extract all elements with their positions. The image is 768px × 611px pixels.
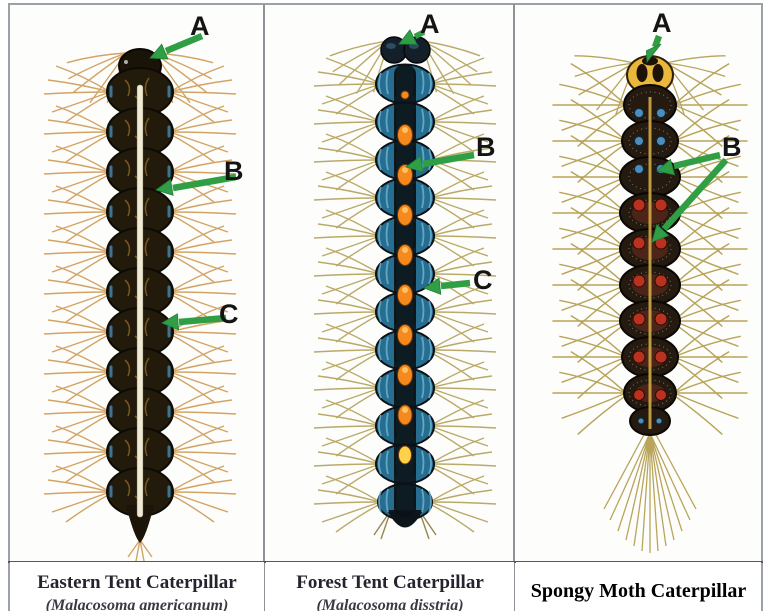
panel-eastern-tent: A B C xyxy=(10,5,263,561)
forest-annotation-arrows xyxy=(398,29,475,295)
spongy-blue-dots xyxy=(634,108,666,425)
label-letter-a: A xyxy=(190,11,210,41)
eastern-dorsal-stripe xyxy=(136,84,144,518)
arrow-b-shaft xyxy=(172,173,237,192)
arrow-b-head xyxy=(405,155,424,173)
panel-forest-tent: A B C xyxy=(266,5,513,561)
panel-spongy-moth: A B xyxy=(516,5,761,561)
arrow-a-shaft xyxy=(651,34,663,49)
eastern-tail xyxy=(126,505,154,543)
spongy-tail-tuft xyxy=(603,430,697,553)
caption-eastern-scientific-name-partial: (Malacosoma americanum) xyxy=(45,597,229,611)
caption-cell-eastern: Eastern Tent Caterpillar (Malacosoma ame… xyxy=(10,562,264,611)
arrow-c-shaft xyxy=(440,279,471,290)
arrow-c-head xyxy=(161,313,180,331)
panel-divider-1 xyxy=(263,4,265,611)
arrow-b2-shaft xyxy=(661,157,729,232)
forest-keyhole-spots xyxy=(397,90,413,465)
arrow-a-shaft xyxy=(413,29,426,39)
caption-cell-spongy: Spongy Moth Caterpillar xyxy=(516,562,761,611)
arrow-b1-shaft xyxy=(673,151,721,170)
frame-right-border xyxy=(761,3,763,611)
label-letter-b: B xyxy=(224,156,244,186)
arrow-b-shaft xyxy=(422,151,475,168)
label-letter-c: C xyxy=(219,299,239,329)
label-letter-a: A xyxy=(420,9,440,39)
spongy-dorsal-line xyxy=(648,97,652,429)
frame-top-border xyxy=(8,3,763,5)
spongy-red-dots xyxy=(632,198,668,401)
eastern-annotation-arrows xyxy=(149,33,237,331)
arrow-a-shaft xyxy=(164,33,204,54)
label-letter-a: A xyxy=(652,8,672,38)
forest-hairs xyxy=(313,20,497,540)
spongy-annotation-arrows xyxy=(645,34,729,243)
eastern-tent-caterpillar-illustration xyxy=(43,31,237,561)
arrow-b2-head xyxy=(651,223,670,243)
caption-cell-forest: Forest Tent Caterpillar (Malacosoma diss… xyxy=(266,562,514,611)
eastern-hairs xyxy=(43,31,237,561)
arrow-a-head xyxy=(645,43,662,64)
frame-left-border xyxy=(8,3,10,611)
label-letter-c: C xyxy=(473,265,493,295)
arrow-b-head xyxy=(155,178,174,196)
forest-tent-caterpillar-illustration xyxy=(313,20,497,540)
arrow-b1-head xyxy=(656,158,676,176)
label-letter-b: B xyxy=(476,132,496,162)
forest-tail xyxy=(387,510,423,528)
caption-forest-scientific-name-partial: (Malacosoma disstria) xyxy=(316,597,464,611)
arrow-a-head xyxy=(149,43,169,60)
caption-eastern-tent: Eastern Tent Caterpillar xyxy=(37,572,237,593)
panel-divider-2 xyxy=(513,4,515,611)
spongy-moth-caterpillar-illustration xyxy=(551,31,749,553)
arrow-a-head xyxy=(398,29,418,45)
arrow-c-head xyxy=(423,277,442,295)
label-letter-b: B xyxy=(722,132,742,162)
eastern-head-spot xyxy=(124,60,128,64)
caption-forest-tent: Forest Tent Caterpillar xyxy=(296,572,484,593)
spongy-hairs xyxy=(551,31,749,553)
caption-spongy-moth: Spongy Moth Caterpillar xyxy=(530,580,747,602)
arrow-c-shaft xyxy=(178,314,227,326)
